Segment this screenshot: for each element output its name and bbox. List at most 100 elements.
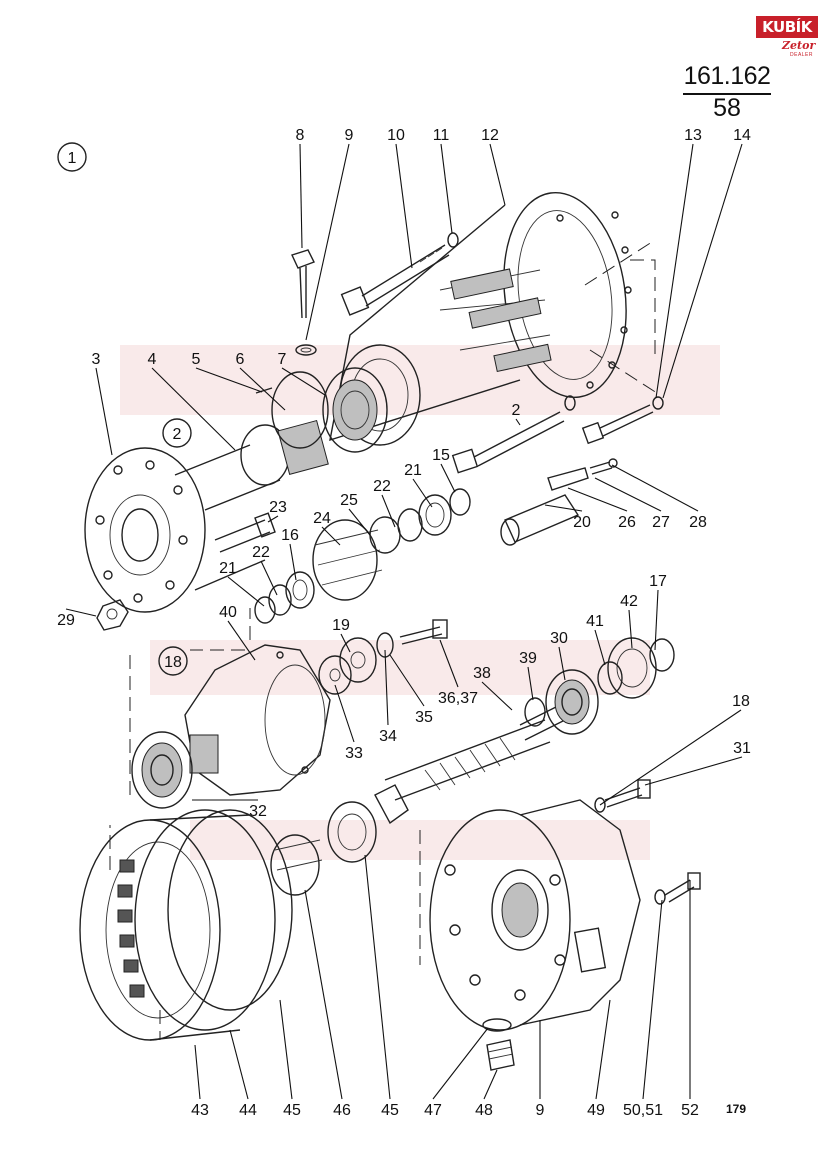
logo-brand: Zetor xyxy=(782,39,816,52)
leader-line xyxy=(194,1044,201,1100)
leader-line xyxy=(440,143,453,234)
leader-line xyxy=(281,367,326,396)
part-label: 30 xyxy=(550,630,568,647)
leader-line xyxy=(151,367,236,451)
leader-line xyxy=(432,1027,489,1100)
housing-52-shape xyxy=(419,799,641,1031)
leader-line xyxy=(611,464,699,512)
part-label: 12 xyxy=(481,127,499,144)
gear-47-48-shape xyxy=(270,801,377,896)
part-label: 27 xyxy=(652,514,670,531)
part-label: 31 xyxy=(733,740,751,757)
part-label: 48 xyxy=(475,1102,493,1119)
leader-line xyxy=(628,609,633,649)
plug-49-shape xyxy=(482,1018,515,1071)
leader-lines xyxy=(65,143,743,1100)
watermark xyxy=(120,345,720,860)
leader-line xyxy=(527,666,534,701)
leader-line xyxy=(305,143,350,341)
leader-line xyxy=(239,367,286,411)
leader-line xyxy=(279,999,293,1100)
leader-line xyxy=(227,620,256,661)
part-label: 14 xyxy=(733,127,751,144)
bearing-7-shape xyxy=(322,344,421,453)
leader-line xyxy=(95,367,113,456)
part-label: 19 xyxy=(332,617,350,634)
leader-line xyxy=(481,681,513,711)
bearing-41-shape xyxy=(597,637,675,699)
leader-line xyxy=(662,143,743,399)
part-label: 42 xyxy=(620,593,638,610)
part-label: 36,37 xyxy=(438,690,478,707)
leader-line xyxy=(395,143,413,269)
part-label: 50,51 xyxy=(623,1102,663,1119)
bolt-13-shape xyxy=(581,396,664,445)
flange-3-shape xyxy=(84,371,329,613)
leader-line xyxy=(389,654,425,707)
page-number: 179 xyxy=(726,1102,747,1116)
leader-line xyxy=(304,889,343,1100)
part-label: 24 xyxy=(313,510,331,527)
leader-line xyxy=(340,633,351,653)
part-label: 46 xyxy=(333,1102,351,1119)
part-label: 52 xyxy=(681,1102,699,1119)
part-label: 33 xyxy=(345,745,363,762)
leader-line xyxy=(489,143,506,206)
bolts-43-53-54-shape xyxy=(594,779,701,905)
leader-line xyxy=(440,463,456,493)
bolt-10-shape xyxy=(340,232,459,316)
part-label: 32 xyxy=(249,803,267,820)
part-label: 28 xyxy=(689,514,707,531)
leader-line xyxy=(599,709,742,806)
shaft-36-37-shape xyxy=(374,669,599,825)
leader-line xyxy=(65,608,97,617)
group-marker-circle xyxy=(57,142,87,172)
leader-line xyxy=(558,646,566,681)
bolt-15-shape xyxy=(255,387,576,474)
part-label: 3 xyxy=(92,351,101,368)
part-label: 11 xyxy=(433,127,450,144)
part-label: 26 xyxy=(618,514,636,531)
part-label: 8 xyxy=(296,127,305,144)
group-marker-circle xyxy=(162,418,192,448)
group-marker-circle xyxy=(158,646,188,676)
plug-8-shape xyxy=(291,249,317,356)
leader-line xyxy=(544,504,583,512)
figure-sub-number: 58 xyxy=(713,94,741,122)
leader-line xyxy=(655,143,694,399)
part-label: 43 xyxy=(191,1102,209,1119)
group-marker-label: 2 xyxy=(173,426,182,443)
part-label: 45 xyxy=(283,1102,301,1119)
leader-line xyxy=(348,508,371,536)
leader-line xyxy=(594,629,606,666)
part-label: 38 xyxy=(473,665,491,682)
bearing-31-shape xyxy=(131,731,193,809)
part-label: 18 xyxy=(732,693,750,710)
part-label: 40 xyxy=(219,604,237,621)
part-label: 17 xyxy=(649,573,667,590)
leader-line xyxy=(644,756,743,786)
housing-19-shape xyxy=(129,608,331,800)
leader-line xyxy=(299,143,303,249)
leader-line xyxy=(381,494,396,528)
leader-line xyxy=(567,487,628,512)
leader-line xyxy=(642,899,663,1100)
part-label: 25 xyxy=(340,492,358,509)
leader-line xyxy=(654,589,659,651)
part-label: 16 xyxy=(281,527,299,544)
part-label: 49 xyxy=(587,1102,605,1119)
leader-line xyxy=(321,526,341,546)
leader-line xyxy=(384,649,389,726)
leader-line xyxy=(483,1069,498,1100)
leader-line xyxy=(364,854,391,1100)
part-label: 44 xyxy=(239,1102,257,1119)
part-label: 2 xyxy=(512,402,521,419)
logo-dealer: DEALER xyxy=(790,52,814,58)
part-label: 20 xyxy=(573,514,591,531)
leader-line xyxy=(289,543,297,581)
leader-line xyxy=(334,684,355,743)
